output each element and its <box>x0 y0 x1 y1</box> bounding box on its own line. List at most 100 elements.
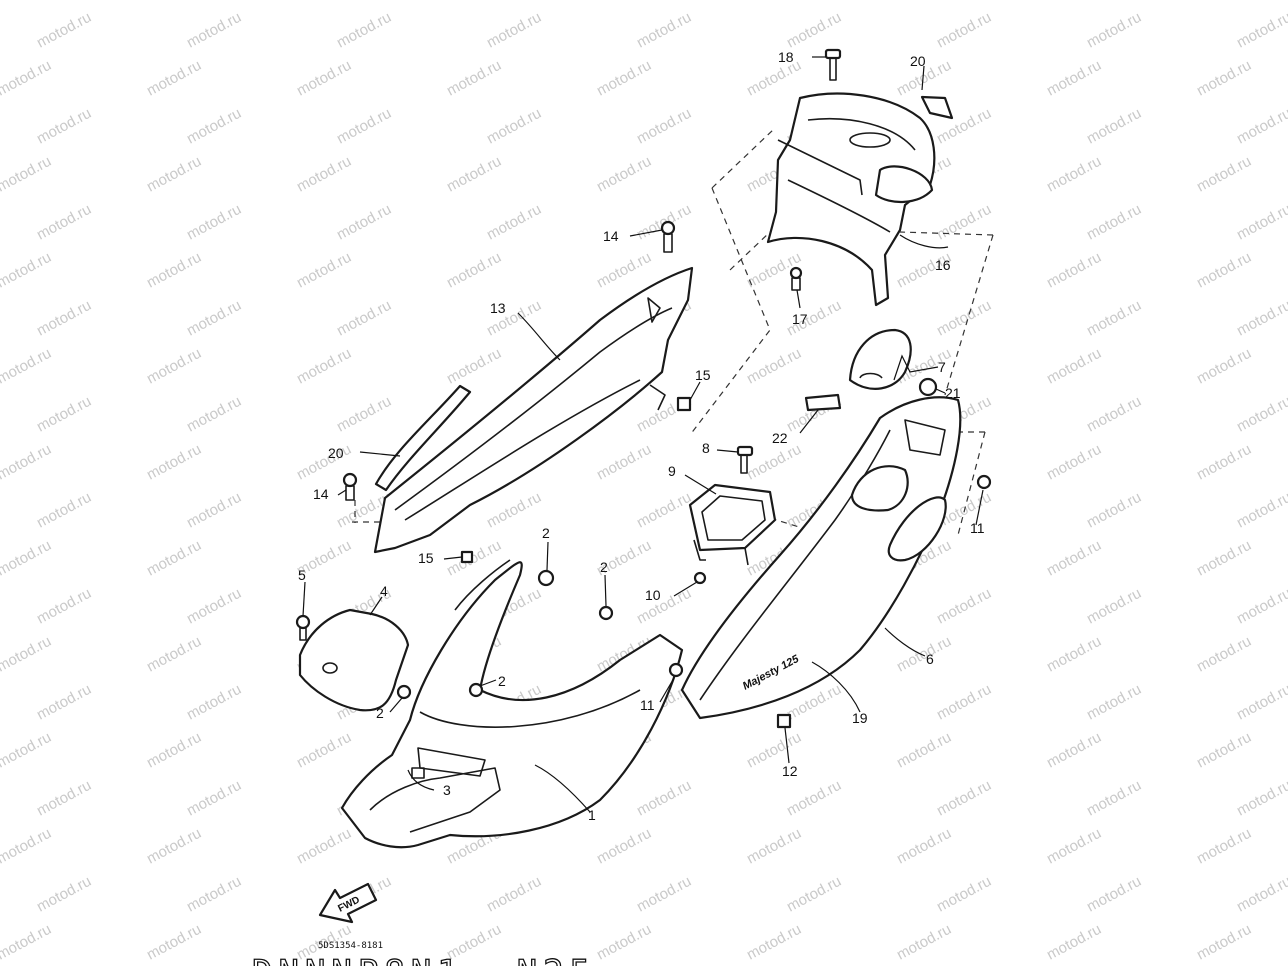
watermark-text: motod.ru <box>594 249 654 292</box>
watermark-text: motod.ru <box>634 873 694 916</box>
watermark-text: motod.ru <box>634 777 694 820</box>
watermark-text: motod.ru <box>1044 57 1104 100</box>
watermark-text: motod.ru <box>1044 633 1104 676</box>
watermark-text: motod.ru <box>934 681 994 724</box>
watermark-text: motod.ru <box>334 393 394 436</box>
watermark-text: motod.ru <box>0 345 54 388</box>
watermark-text: motod.ru <box>1044 537 1104 580</box>
watermark-text: motod.ru <box>1234 297 1288 340</box>
watermark-text: motod.ru <box>1194 729 1254 772</box>
callout-2c: 2 <box>376 705 384 721</box>
watermark-text: motod.ru <box>1194 345 1254 388</box>
callout-22: 22 <box>772 430 788 446</box>
watermark-text: motod.ru <box>594 825 654 868</box>
callout-19: 19 <box>852 710 868 726</box>
watermark-text: motod.ru <box>294 153 354 196</box>
watermark-text: motod.ru <box>1084 873 1144 916</box>
watermark-text: motod.ru <box>34 297 94 340</box>
callout-14b: 14 <box>313 486 329 502</box>
callout-15a: 15 <box>695 367 711 383</box>
watermark-text: motod.ru <box>1084 489 1144 532</box>
watermark-text: motod.ru <box>1234 201 1288 244</box>
callouts-layer: 1 2 2 2 2 3 4 5 6 7 8 9 10 11 11 12 13 1… <box>298 49 985 823</box>
emblem-top-part <box>920 95 954 120</box>
watermark-text: motod.ru <box>934 777 994 820</box>
panel-4-part <box>298 608 410 712</box>
watermark-text: motod.ru <box>1044 825 1104 868</box>
watermark-text: motod.ru <box>0 57 54 100</box>
watermark-text: motod.ru <box>1084 681 1144 724</box>
watermark-text: motod.ru <box>634 585 694 628</box>
watermark-text: motod.ru <box>0 825 54 868</box>
callout-8: 8 <box>702 440 710 456</box>
watermark-text: motod.ru <box>184 873 244 916</box>
figure-code: DNNNP8N1 .N25 <box>252 953 596 966</box>
watermark-text: motod.ru <box>894 825 954 868</box>
watermark-text: motod.ru <box>1084 393 1144 436</box>
watermark-text: motod.ru <box>594 441 654 484</box>
watermark-text: motod.ru <box>0 537 54 580</box>
callout-6: 6 <box>926 651 934 667</box>
screw-5-part <box>295 614 311 641</box>
watermark-text: motod.ru <box>1044 345 1104 388</box>
watermark-text: motod.ru <box>744 825 804 868</box>
bolt-17-part <box>789 266 803 291</box>
callout-20b: 20 <box>328 445 344 461</box>
watermark-text: motod.ru <box>444 0 504 4</box>
watermark-text: motod.ru <box>894 0 954 4</box>
callout-3: 3 <box>443 782 451 798</box>
watermark-text: motod.ru <box>784 873 844 916</box>
watermark-text: motod.ru <box>894 921 954 964</box>
watermark-text: motod.ru <box>34 9 94 52</box>
watermark-text: motod.ru <box>34 585 94 628</box>
watermark-text: motod.ru <box>0 153 54 196</box>
watermark-text: motod.ru <box>0 249 54 292</box>
watermark-text: motod.ru <box>294 729 354 772</box>
watermark-text: motod.ru <box>634 489 694 532</box>
watermark-text: motod.ru <box>0 633 54 676</box>
watermark-text: motod.ru <box>294 0 354 4</box>
watermark-text: motod.ru <box>934 201 994 244</box>
watermark-text: motod.ru <box>1044 153 1104 196</box>
watermark-text: motod.ru <box>1044 921 1104 964</box>
watermark-text: motod.ru <box>1194 57 1254 100</box>
watermark-text: motod.ru <box>1044 441 1104 484</box>
watermark-text: motod.ru <box>744 441 804 484</box>
watermark-text: motod.ru <box>484 201 544 244</box>
watermark-text: motod.ru <box>934 873 994 916</box>
watermark-text: motod.ru <box>144 249 204 292</box>
watermark-text: motod.ru <box>34 777 94 820</box>
watermark-text: motod.ru <box>1194 825 1254 868</box>
watermark-text: motod.ru <box>34 201 94 244</box>
watermark-text: motod.ru <box>184 777 244 820</box>
watermark-text: motod.ru <box>334 105 394 148</box>
watermark-text: motod.ru <box>184 489 244 532</box>
watermark-text: motod.ru <box>1044 729 1104 772</box>
watermark-text: motod.ru <box>334 9 394 52</box>
watermark-text: motod.ru <box>1194 441 1254 484</box>
callout-5: 5 <box>298 567 306 583</box>
tail-cover-part <box>766 92 936 307</box>
watermark-text: motod.ru <box>784 777 844 820</box>
watermark-text: motod.ru <box>34 873 94 916</box>
callout-21: 21 <box>945 385 961 401</box>
watermark-text: motod.ru <box>1044 249 1104 292</box>
watermark-text: motod.ru <box>744 345 804 388</box>
screws-group <box>342 220 992 700</box>
watermark-text: motod.ru <box>1084 201 1144 244</box>
callout-2d: 2 <box>498 673 506 689</box>
callout-9: 9 <box>668 463 676 479</box>
watermark-text: motod.ru <box>144 345 204 388</box>
watermark-text: motod.ru <box>184 393 244 436</box>
watermark-text: motod.ru <box>1084 9 1144 52</box>
watermark-text: motod.ru <box>444 345 504 388</box>
watermark-text: motod.ru <box>594 57 654 100</box>
watermark-text: motod.ru <box>1234 393 1288 436</box>
grommet-21-part <box>918 377 938 397</box>
watermark-text: motod.ru <box>1084 297 1144 340</box>
watermark-text: motod.ru <box>34 393 94 436</box>
callout-18: 18 <box>778 49 794 65</box>
callout-7: 7 <box>938 359 946 375</box>
stripe-left-part <box>374 384 472 492</box>
